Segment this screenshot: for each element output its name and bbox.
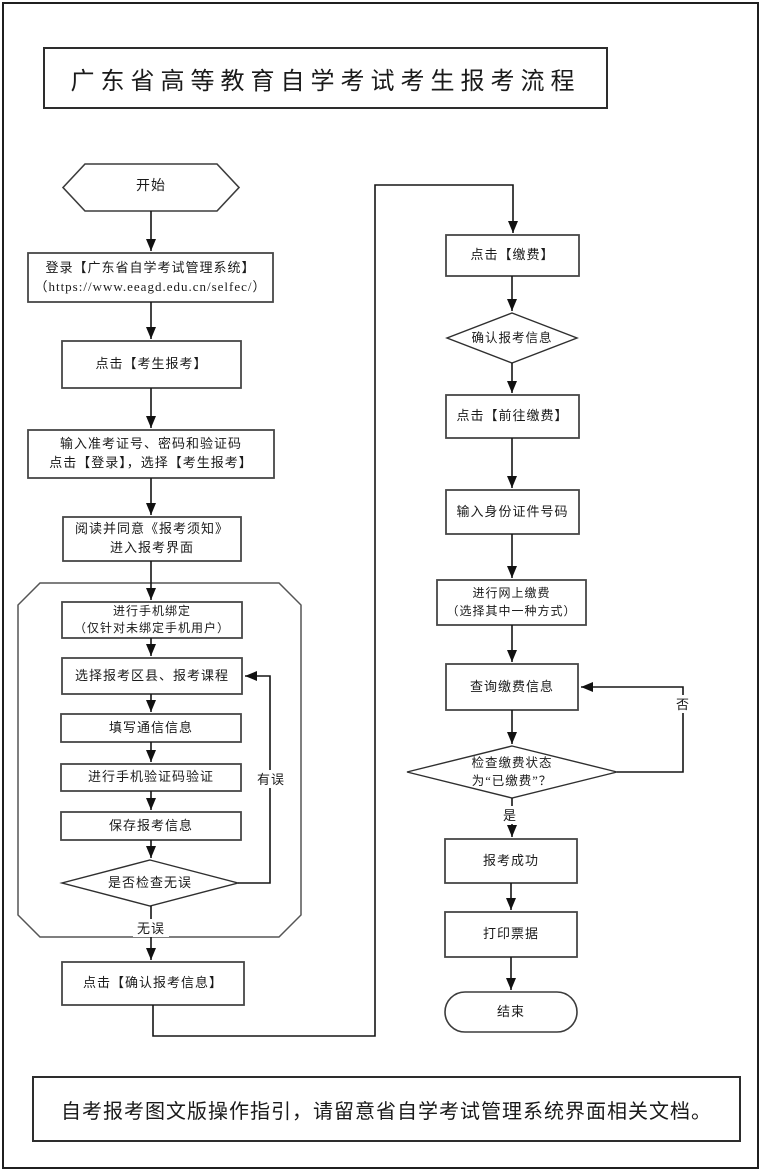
footer-note-box: 自考报考图文版操作指引，请留意省自学考试管理系统界面相关文档。	[32, 1076, 741, 1142]
node-confirm-registration-shape	[61, 961, 245, 1006]
edge-no-loop	[581, 682, 684, 773]
node-click-candidate-register-shape	[61, 340, 242, 389]
node-select-district-courses-shape	[61, 657, 243, 695]
node-query-payment-info-shape	[445, 663, 579, 711]
node-go-to-pay-shape	[445, 394, 580, 439]
page-title: 广东省高等教育自学考试考生报考流程	[70, 68, 581, 95]
edge-confirm-clickpay	[152, 184, 518, 1037]
node-end-shape	[444, 991, 578, 1033]
node-fill-contact-info-shape	[60, 713, 242, 743]
node-read-notice-shape	[62, 516, 242, 562]
node-confirm-info-decision-shape	[445, 312, 579, 364]
node-start-shape	[61, 163, 241, 212]
node-phone-verification-shape	[60, 763, 242, 792]
title-box: 广东省高等教育自学考试考生报考流程	[43, 47, 608, 109]
node-check-payment-status-shape	[406, 745, 618, 799]
node-enter-credentials-shape	[27, 429, 275, 479]
node-registration-success-shape	[444, 838, 578, 884]
node-bind-phone-shape	[61, 601, 243, 639]
footer-note: 自考报考图文版操作指引，请留意省自学考试管理系统界面相关文档。	[61, 1100, 712, 1123]
node-login-shape	[27, 252, 274, 303]
node-click-pay-shape	[445, 234, 580, 277]
node-online-payment-shape	[436, 579, 587, 626]
node-enter-id-number-shape	[445, 489, 580, 535]
node-check-correct-decision-shape	[59, 859, 241, 907]
node-print-receipt-shape	[444, 911, 578, 958]
node-save-registration-shape	[60, 811, 242, 841]
